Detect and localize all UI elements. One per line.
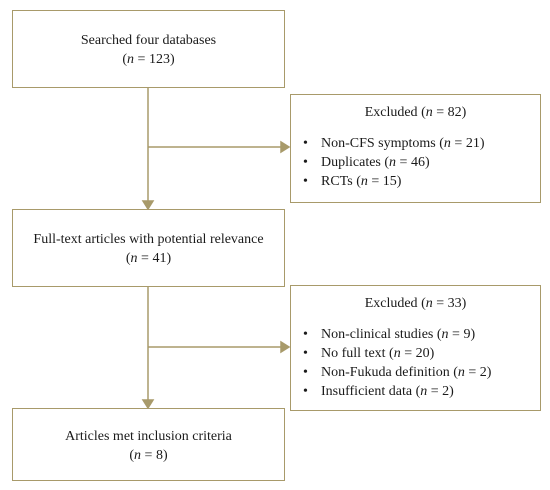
arrowhead-to-excluded-2 xyxy=(280,340,291,354)
box-excluded-1: Excluded (n = 82) Non-CFS symptoms (n = … xyxy=(290,94,541,203)
excluded-1-item: Duplicates (n = 46) xyxy=(303,153,540,172)
box-searched-count: (n = 123) xyxy=(122,52,175,67)
box-full-text-title: Full-text articles with potential releva… xyxy=(33,232,264,247)
excluded-2-item: Non-clinical studies (n = 9) xyxy=(303,325,540,344)
excluded-2-item: No full text (n = 20) xyxy=(303,344,540,363)
box-searched-databases: Searched four databases (n = 123) xyxy=(12,10,285,88)
box-inclusion-count: (n = 8) xyxy=(129,448,168,463)
box-full-text-articles: Full-text articles with potential releva… xyxy=(12,209,285,287)
excluded-1-title: Excluded (n = 82) xyxy=(364,105,467,120)
box-excluded-2: Excluded (n = 33) Non-clinical studies (… xyxy=(290,285,541,411)
excluded-1-item: RCTs (n = 15) xyxy=(303,172,540,191)
box-searched-title: Searched four databases xyxy=(80,33,217,48)
box-full-text-count: (n = 41) xyxy=(125,251,172,266)
arrowhead-to-box3 xyxy=(141,399,155,410)
box-inclusion-title: Articles met inclusion criteria xyxy=(65,429,232,444)
excluded-2-title: Excluded (n = 33) xyxy=(364,296,467,311)
excluded-1-item: Non-CFS symptoms (n = 21) xyxy=(303,134,540,153)
arrowhead-to-box2 xyxy=(141,200,155,211)
excluded-2-item: Non-Fukuda definition (n = 2) xyxy=(303,363,540,382)
excluded-1-list: Non-CFS symptoms (n = 21) Duplicates (n … xyxy=(291,134,540,191)
excluded-2-list: Non-clinical studies (n = 9) No full tex… xyxy=(291,325,540,401)
excluded-2-item: Insufficient data (n = 2) xyxy=(303,382,540,401)
box-inclusion-criteria: Articles met inclusion criteria (n = 8) xyxy=(12,408,285,481)
arrowhead-to-excluded-1 xyxy=(280,140,291,154)
